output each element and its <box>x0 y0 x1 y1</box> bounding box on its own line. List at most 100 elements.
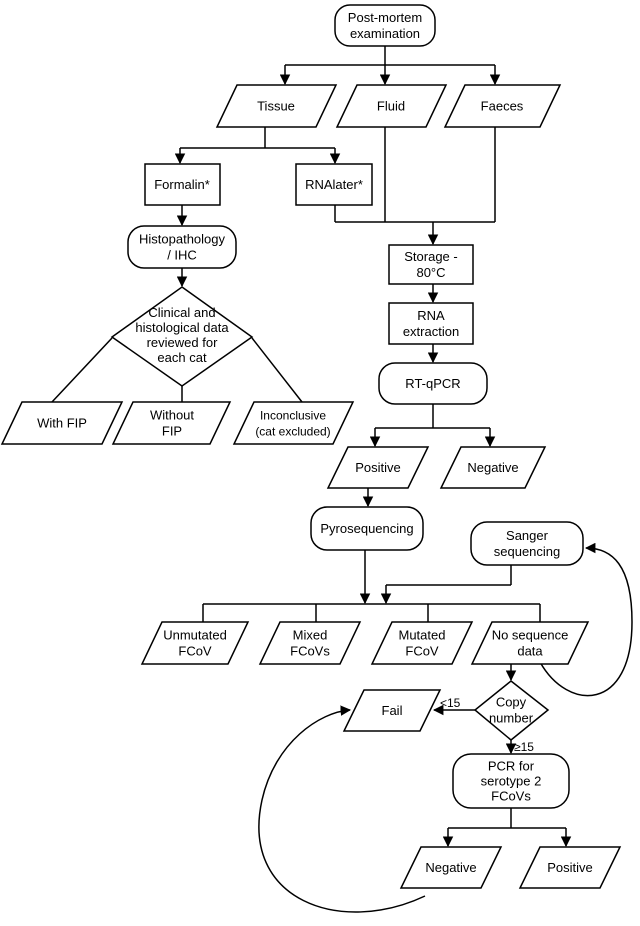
node-label-line: histological data <box>135 320 229 335</box>
node-label-line: Sanger <box>506 528 549 543</box>
node-label-line: RNA <box>417 308 445 323</box>
node-label-line: Histopathology <box>139 232 225 247</box>
node-label-line: Positive <box>355 460 401 475</box>
node-rtqpcr-shape <box>378 362 488 405</box>
node-label-line: reviewed for <box>147 335 218 350</box>
node-pcr-shape <box>452 753 570 809</box>
node-positive2-shape <box>518 846 622 889</box>
node-label-line: examination <box>350 26 420 41</box>
node-inconclusive-shape <box>232 401 355 445</box>
node-label-line: Post-mortem <box>348 10 422 25</box>
arrow-negative-to-fail <box>258 705 426 913</box>
node-label-line: data <box>517 644 543 659</box>
node-withoutfip-shape <box>111 401 232 445</box>
arrow-noseq-to-sanger <box>539 542 633 697</box>
node-mutated-shape <box>370 621 474 665</box>
edge-labels: <15 ≥15 <box>440 696 534 754</box>
node-storage-label: Storage -80°C <box>404 249 457 280</box>
node-label-line: sequencing <box>494 544 561 559</box>
node-label-line: Mutated <box>399 628 446 643</box>
node-label-line: Inconclusive <box>260 409 326 423</box>
node-label-line: Mixed <box>293 628 328 643</box>
node-copynum-shape <box>473 680 550 741</box>
node-label-line: each cat <box>157 350 207 365</box>
node-tissue-label: Tissue <box>257 99 295 114</box>
node-label-line: RT-qPCR <box>405 376 460 391</box>
node-positive1-shape <box>326 446 430 489</box>
node-positive2-label: Positive <box>547 860 593 875</box>
node-label-line: Copy <box>496 695 527 710</box>
node-rnalater-label: RNAlater* <box>305 177 363 192</box>
node-label-line: Unmutated <box>163 628 227 643</box>
node-storage-shape <box>388 244 474 285</box>
node-label-line: No sequence <box>492 628 569 643</box>
node-label-line: Formalin* <box>154 177 210 192</box>
node-faeces-label: Faeces <box>481 99 524 114</box>
node-label-line: Faeces <box>481 99 524 114</box>
node-label-line: Fluid <box>377 99 405 114</box>
node-rtqpcr-label: RT-qPCR <box>405 376 460 391</box>
node-histopath-label: Histopathology/ IHC <box>139 232 225 263</box>
node-label-line: Positive <box>547 860 593 875</box>
node-label-line: Negative <box>467 460 518 475</box>
node-inconclusive-label: Inconclusive (cat excluded) <box>255 409 330 439</box>
node-noseq-shape <box>470 621 590 665</box>
node-label-line: PCR for <box>488 759 535 774</box>
nodes <box>0 4 622 889</box>
node-negative1-label: Negative <box>467 460 518 475</box>
node-label-line: RNAlater* <box>305 177 363 192</box>
node-label-line: number <box>489 711 534 726</box>
node-pyro-label: Pyrosequencing <box>320 521 413 536</box>
node-tissue-shape <box>215 84 338 128</box>
node-label-line: FCoVs <box>491 789 531 804</box>
node-withfip-label: With FIP <box>37 416 87 431</box>
node-label-line: Tissue <box>257 99 295 114</box>
edge-label-ge15: ≥15 <box>514 740 534 754</box>
node-clinical-shape <box>110 286 254 387</box>
node-label-line: With FIP <box>37 416 87 431</box>
node-positive1-label: Positive <box>355 460 401 475</box>
node-fluid-label: Fluid <box>377 99 405 114</box>
connector-clinical-left <box>51 337 113 403</box>
node-rnalater-shape <box>295 163 373 206</box>
node-postmortem-shape <box>334 4 436 47</box>
node-formalin-shape <box>144 163 221 206</box>
node-label-line: serotype 2 <box>481 774 542 789</box>
node-fluid-shape <box>335 84 448 128</box>
node-label-line: 80°C <box>416 265 445 280</box>
edge-label-lt15: <15 <box>440 696 461 710</box>
node-sanger-shape <box>470 521 584 566</box>
node-label-line: / IHC <box>167 248 197 263</box>
node-mixed-shape <box>258 621 362 665</box>
node-label-line: Without <box>150 408 194 423</box>
node-negative1-shape <box>439 446 547 489</box>
node-label-line: Storage - <box>404 249 457 264</box>
node-pyro-shape <box>310 506 424 551</box>
node-fail-label: Fail <box>382 703 403 718</box>
node-label-line: (cat excluded) <box>255 425 330 439</box>
node-histopath-shape <box>127 225 237 269</box>
node-negative2-shape <box>399 846 503 889</box>
node-negative2-label: Negative <box>425 860 476 875</box>
node-label-line: FCoV <box>178 644 212 659</box>
node-label-line: extraction <box>403 324 459 339</box>
node-label-line: FCoVs <box>290 644 330 659</box>
node-rnaext-shape <box>388 302 474 345</box>
connector-clinical-right <box>251 337 303 403</box>
node-label-line: Negative <box>425 860 476 875</box>
node-label-line: Pyrosequencing <box>320 521 413 536</box>
node-label-line: Fail <box>382 703 403 718</box>
